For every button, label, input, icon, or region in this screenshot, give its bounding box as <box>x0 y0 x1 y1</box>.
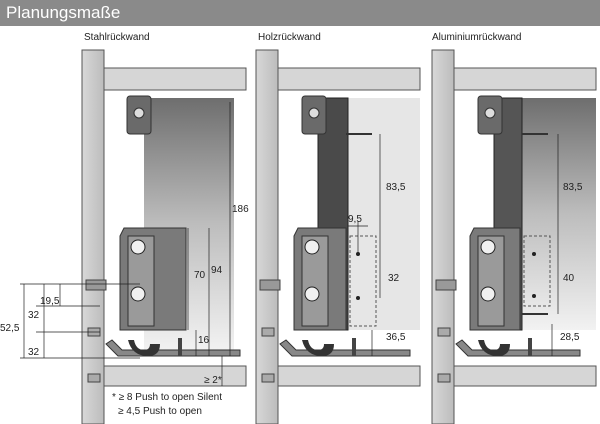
hidden-bracket <box>523 235 551 307</box>
cabinet-side-panel <box>431 49 455 424</box>
dim-32-top: 32 <box>28 310 40 321</box>
hole-marker-lower <box>356 296 360 300</box>
screw-icon <box>178 338 182 356</box>
footnote-push: ≥ 4,5 Push to open <box>118 406 202 417</box>
bracket-hole-icon <box>484 107 496 119</box>
mount-hole-lower-icon <box>130 286 146 302</box>
dim-52-5: 52,5 <box>0 323 20 334</box>
mount-hole-upper-icon <box>304 239 320 255</box>
panel-steel: 186 94 70 16 ≥ 2* 19,5 32 52,5 32 <box>0 49 249 424</box>
shelf-pin-upper <box>261 327 275 337</box>
dim-16: 16 <box>198 335 210 346</box>
runner-hook <box>128 340 160 356</box>
dim-94: 94 <box>211 265 223 276</box>
dim-32-bottom: 32 <box>28 347 40 358</box>
dim-186: 186 <box>232 204 249 215</box>
runner-hook <box>302 340 334 356</box>
dim-32: 32 <box>388 273 400 284</box>
mount-hole-lower-icon <box>304 286 320 302</box>
mount-hole-upper-icon <box>480 239 496 255</box>
dim-28-5: 28,5 <box>560 332 580 343</box>
top-shelf <box>103 67 247 91</box>
panel-alu: 83,5 40 28,5 <box>431 49 597 424</box>
screw-icon <box>528 338 532 356</box>
mount-hole-lower-icon <box>480 286 496 302</box>
bottom-shelf <box>453 365 597 387</box>
side-screw-icon <box>435 279 457 291</box>
bottom-shelf <box>277 365 421 387</box>
screw-icon <box>352 338 356 356</box>
hole-marker-lower <box>532 294 536 298</box>
panel-title-wood: Holzrückwand <box>258 32 321 43</box>
panel-wood: 83,5 9,5 32 36,5 <box>255 49 421 424</box>
dim-40: 40 <box>563 273 575 284</box>
bottom-shelf <box>103 365 247 387</box>
shelf-pin-lower <box>437 373 451 383</box>
dim-36-5: 36,5 <box>386 332 406 343</box>
side-screw-icon <box>85 279 107 291</box>
shelf-pin-lower <box>87 373 101 383</box>
shelf-pin-lower <box>261 373 275 383</box>
cabinet-side-panel <box>255 49 279 424</box>
dim-83-5: 83,5 <box>386 182 406 193</box>
cabinet-side-panel <box>81 49 105 424</box>
dim-9-5: 9,5 <box>348 214 362 225</box>
bracket-hole-icon <box>133 107 145 119</box>
footnote-silent: * ≥ 8 Push to open Silent <box>112 392 223 403</box>
header-bar: Planungsmaße <box>0 0 600 26</box>
hole-marker-upper <box>532 252 536 256</box>
back-area <box>346 98 420 330</box>
shelf-pin-upper <box>437 327 451 337</box>
top-shelf <box>277 67 421 91</box>
side-screw-icon <box>259 279 281 291</box>
panel-title-steel: Stahlrückwand <box>84 32 150 43</box>
dim-min-2: ≥ 2* <box>204 375 222 386</box>
panel-title-alu: Aluminiumrückwand <box>432 32 522 43</box>
mount-hole-upper-icon <box>130 239 146 255</box>
bracket-hole-icon <box>308 107 320 119</box>
runner-hook <box>478 340 510 356</box>
hidden-bracket <box>349 235 377 327</box>
dim-83-5: 83,5 <box>563 182 583 193</box>
dim-70: 70 <box>194 270 206 281</box>
top-shelf <box>453 67 597 91</box>
page-title: Planungsmaße <box>6 3 121 22</box>
dim-19-5: 19,5 <box>40 296 60 307</box>
